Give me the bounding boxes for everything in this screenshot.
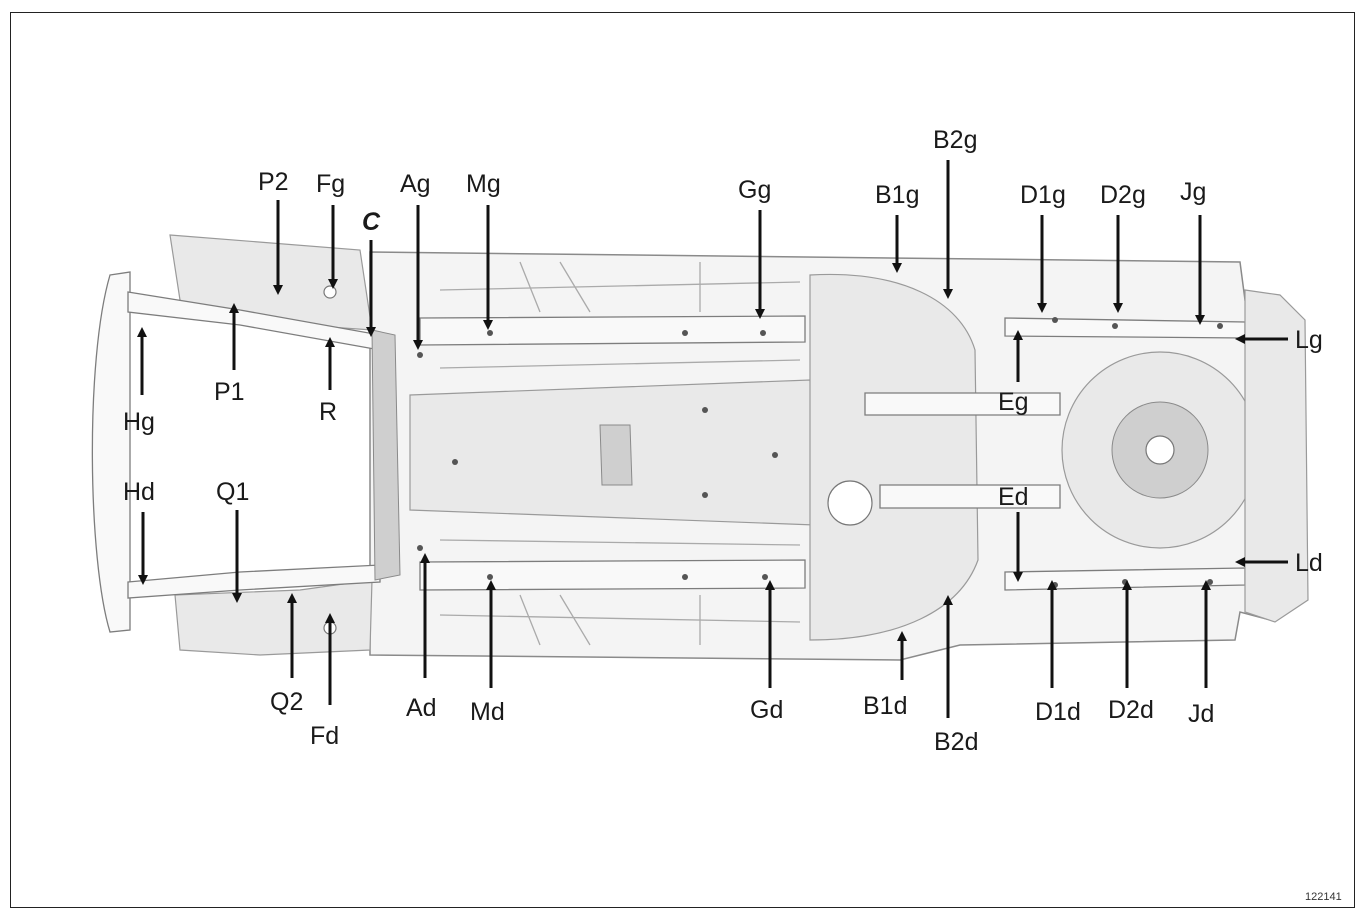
label-Q2: Q2 bbox=[270, 688, 303, 716]
rear-floor-pan bbox=[809, 273, 979, 641]
floor-ribs bbox=[439, 261, 801, 646]
label-P2: P2 bbox=[258, 168, 289, 196]
label-Md: Md bbox=[470, 698, 505, 726]
rear-left-rail bbox=[1004, 317, 1246, 339]
label-Ag: Ag bbox=[400, 170, 431, 198]
label-Gd: Gd bbox=[750, 696, 783, 724]
rear-cross-rail-lower bbox=[879, 484, 1061, 509]
label-Ad: Ad bbox=[406, 694, 437, 722]
label-C: C bbox=[362, 208, 381, 236]
label-R: R bbox=[319, 398, 337, 426]
label-Jg: Jg bbox=[1180, 178, 1206, 206]
label-D1g: D1g bbox=[1020, 181, 1066, 209]
left-sill-rail bbox=[419, 315, 806, 346]
label-Jd: Jd bbox=[1188, 700, 1214, 728]
label-Lg: Lg bbox=[1295, 326, 1323, 354]
label-Hd: Hd bbox=[123, 478, 155, 506]
callout-labels: P2 Fg C Ag Mg Gg B1g B2g D1g D2g Jg Lg H… bbox=[123, 126, 1342, 903]
label-Ed: Ed bbox=[998, 483, 1029, 511]
label-Mg: Mg bbox=[466, 170, 501, 198]
label-Eg: Eg bbox=[998, 388, 1029, 416]
front-bumper-beam bbox=[91, 271, 131, 633]
label-Hg: Hg bbox=[123, 408, 155, 436]
label-Ld: Ld bbox=[1295, 549, 1323, 577]
label-D2d: D2d bbox=[1108, 696, 1154, 724]
vehicle-underbody bbox=[91, 234, 1309, 661]
callout-arrows bbox=[137, 160, 1288, 718]
mounting-holes bbox=[323, 285, 1223, 635]
label-Gg: Gg bbox=[738, 176, 771, 204]
label-D2g: D2g bbox=[1100, 181, 1146, 209]
front-right-rail bbox=[127, 564, 381, 599]
front-crossmember bbox=[371, 329, 401, 581]
floor-drain-hole bbox=[827, 480, 873, 526]
front-right-structure bbox=[174, 579, 373, 656]
label-B2d: B2d bbox=[934, 728, 978, 756]
label-B2g: B2g bbox=[933, 126, 977, 154]
label-D1d: D1d bbox=[1035, 698, 1081, 726]
figure-frame bbox=[10, 12, 1355, 908]
figure-number: 122141 bbox=[1305, 891, 1342, 903]
spare-wheel-center bbox=[1145, 435, 1175, 465]
label-Fg: Fg bbox=[316, 170, 345, 198]
label-B1d: B1d bbox=[863, 692, 907, 720]
rear-cross-rail-upper bbox=[864, 392, 1061, 416]
label-Q1: Q1 bbox=[216, 478, 249, 506]
label-B1g: B1g bbox=[875, 181, 919, 209]
right-sill-rail bbox=[419, 559, 806, 591]
label-Fd: Fd bbox=[310, 722, 339, 750]
label-P1: P1 bbox=[214, 378, 245, 406]
tunnel-bracket bbox=[599, 424, 633, 486]
rear-panel bbox=[1244, 289, 1309, 623]
